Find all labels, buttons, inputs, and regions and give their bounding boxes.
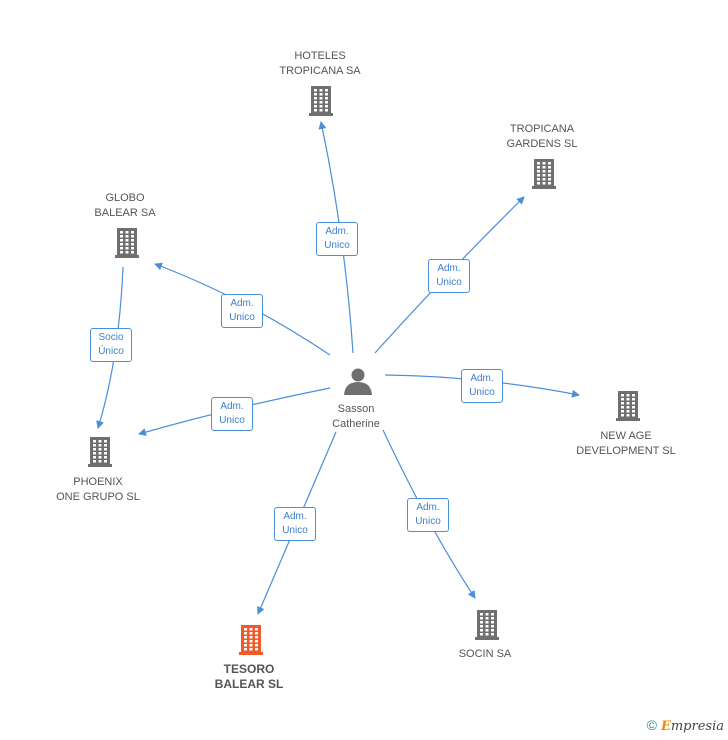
company-name-hoteles[interactable]: HOTELES TROPICANA SA — [279, 50, 361, 77]
building-icon-tropicana-gardens[interactable] — [532, 159, 556, 189]
company-name-tesoro[interactable]: TESORO BALEAR SL — [214, 662, 284, 691]
company-name-phoenix[interactable]: PHOENIX ONE GRUPO SL — [56, 476, 140, 503]
footer-brand: ©Empresia — [647, 717, 724, 734]
company-name-new-age[interactable]: NEW AGE DEVELOPMENT SL — [576, 430, 676, 457]
relation-tag-center-phoenix[interactable]: Adm. Unico — [211, 397, 253, 431]
person-icon[interactable] — [344, 368, 372, 396]
brand-initial: E — [660, 719, 671, 734]
relation-tag-globo-phoenix[interactable]: Socio Único — [90, 328, 132, 362]
relation-tag-center-socin[interactable]: Adm. Unico — [407, 498, 449, 532]
relation-tag-center-hoteles[interactable]: Adm. Unico — [316, 222, 358, 256]
building-icon-hoteles[interactable] — [309, 86, 333, 116]
building-icon-socin[interactable] — [475, 610, 499, 640]
copyright-symbol: © — [646, 717, 657, 733]
company-name-globo[interactable]: GLOBO BALEAR SA — [94, 192, 156, 219]
company-name-tropicana-gardens[interactable]: TROPICANA GARDENS SL — [506, 123, 578, 150]
building-icon-new-age[interactable] — [616, 391, 640, 421]
relation-tag-center-tesoro[interactable]: Adm. Unico — [274, 507, 316, 541]
building-icon-globo[interactable] — [115, 228, 139, 258]
person-name[interactable]: Sasson Catherine — [332, 403, 380, 430]
relation-tag-center-tropicana_gardens[interactable]: Adm. Unico — [428, 259, 470, 293]
relation-tag-center-globo[interactable]: Adm. Unico — [221, 294, 263, 328]
brand-name: mpresia — [670, 719, 724, 734]
building-icon-phoenix[interactable] — [88, 437, 112, 467]
building-icon-tesoro[interactable] — [239, 625, 263, 655]
relation-tag-center-new_age[interactable]: Adm. Unico — [461, 369, 503, 403]
company-name-socin[interactable]: SOCIN SA — [458, 648, 512, 660]
